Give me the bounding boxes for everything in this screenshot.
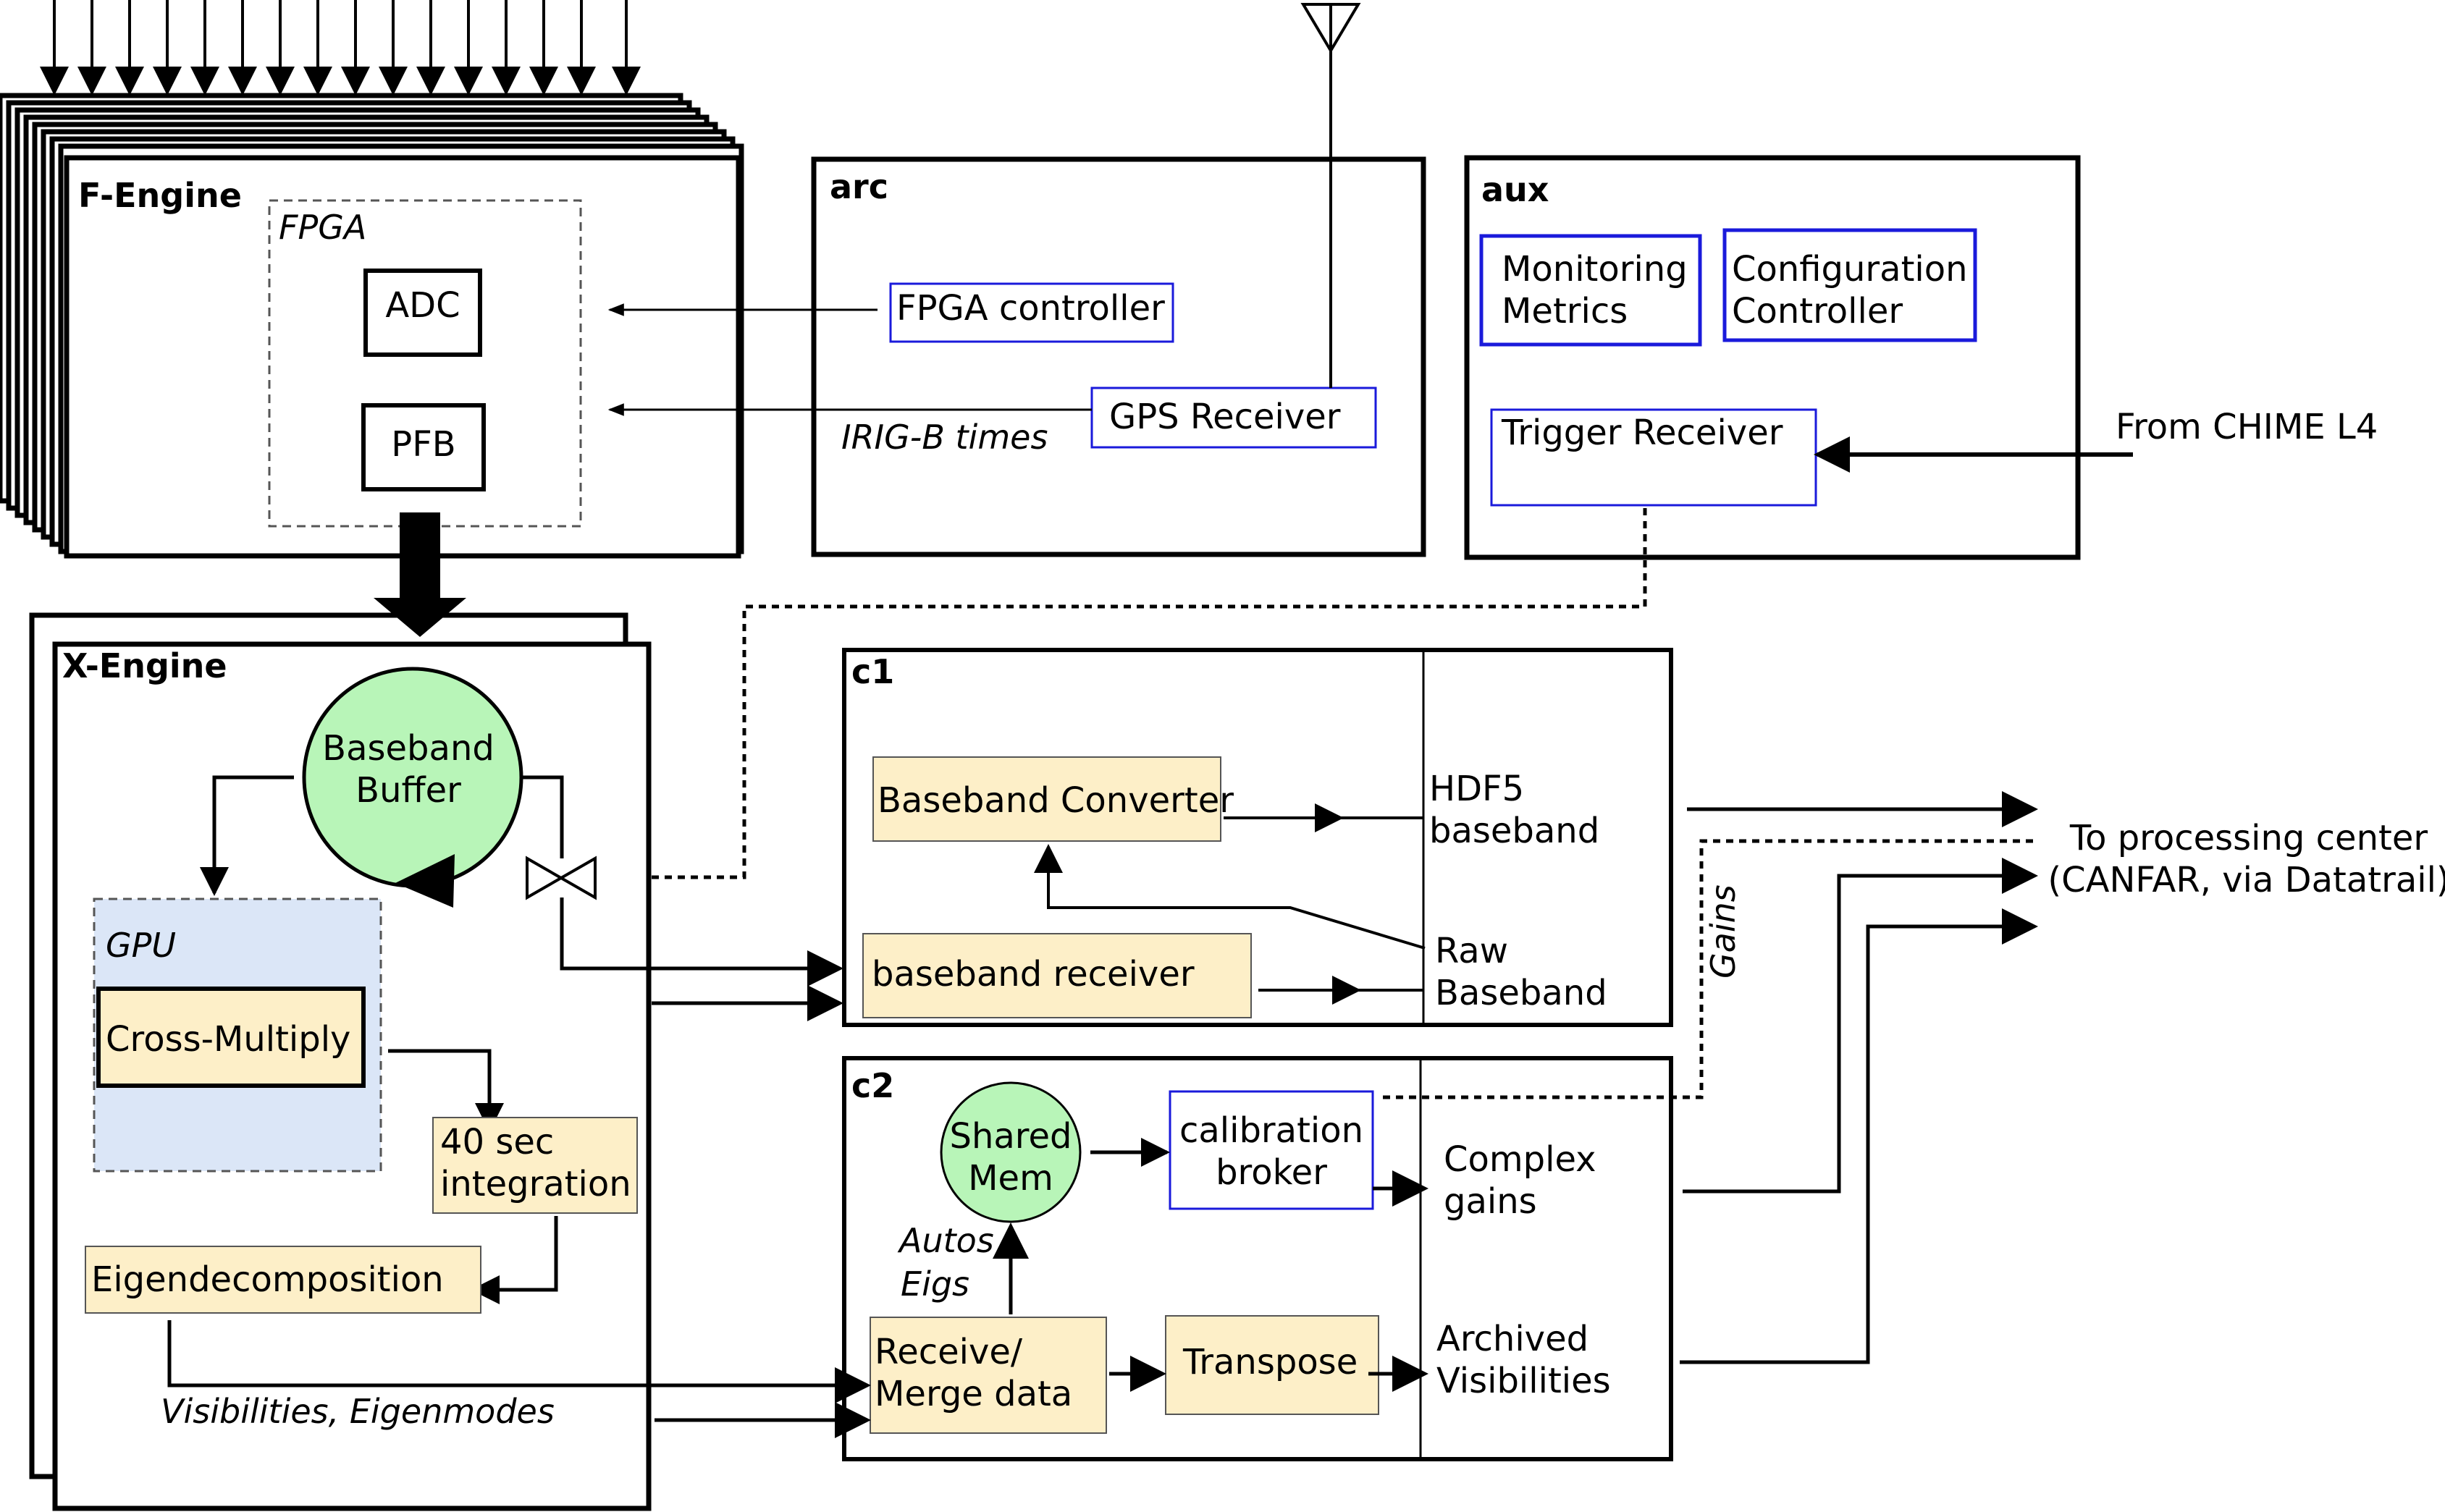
raw-baseband-line1: Raw [1435, 931, 1508, 971]
antenna-icon [1300, 3, 1361, 388]
monitoring-line2: Metrics [1502, 291, 1628, 331]
visibilities-eigenmodes-label: Visibilities, Eigenmodes [161, 1392, 555, 1431]
monitoring-line1: Monitoring [1502, 249, 1688, 290]
baseband-converter-label: Baseband Converter [878, 780, 1234, 821]
complex-gains-line2: gains [1444, 1181, 1537, 1222]
hdf5-line1: HDF5 [1429, 769, 1524, 809]
calibration-broker-line1: calibration [1179, 1110, 1363, 1151]
baseband-receiver-label: baseband receiver [872, 954, 1195, 994]
c2-internal-arrows [993, 1138, 1428, 1392]
baseband-buffer-line2: Buffer [355, 770, 461, 811]
fpga-controller-label: FPGA controller [896, 288, 1165, 329]
fpga-label: FPGA [279, 208, 366, 247]
configuration-line1: Configuration [1732, 249, 1968, 290]
baseband-receiver-box [862, 933, 1252, 1018]
gains-label: Gains [1704, 884, 1743, 979]
adc-box [363, 269, 482, 357]
processing-center-line2: (CANFAR, via Datatrail) [2048, 860, 2445, 900]
trigger-receiver-box [1490, 408, 1817, 507]
baseband-buffer-loop-arrow [395, 854, 455, 908]
complex-gains-line1: Complex [1444, 1139, 1596, 1180]
c1-internal-arrows [1034, 803, 1426, 1005]
c1-title: c1 [851, 652, 894, 691]
shared-mem-circle [940, 1081, 1082, 1223]
receive-merge-line1: Receive/ [875, 1332, 1023, 1372]
configuration-line2: Controller [1732, 291, 1903, 331]
c2-title: c2 [851, 1066, 894, 1105]
baseband-converter-box [872, 756, 1221, 842]
receive-merge-line2: Merge data [875, 1374, 1072, 1414]
shared-mem-line1: Shared [950, 1116, 1072, 1157]
x-engine-title: X-Engine [62, 646, 227, 685]
aux-title: aux [1481, 170, 1549, 209]
gains-dotted-line [1383, 839, 2036, 1099]
pfb-box [361, 403, 486, 491]
integration-line1: 40 sec [440, 1122, 554, 1162]
configuration-controller-box [1722, 228, 1977, 342]
baseband-buffer-line1: Baseband [322, 728, 495, 769]
transpose-label: Transpose [1182, 1342, 1358, 1382]
eigendecomposition-label: Eigendecomposition [91, 1259, 444, 1300]
x-to-c2-arrows [167, 1320, 871, 1438]
valve-icon [526, 856, 597, 900]
transpose-box [1165, 1315, 1379, 1415]
cross-multiply-box [96, 987, 366, 1088]
arc-title: arc [830, 167, 888, 206]
integration-to-eigen-arrow [471, 1216, 558, 1304]
processing-center-line1: To processing center [2069, 818, 2428, 858]
fpga-controller-box [889, 282, 1174, 343]
f-engine-input-arrows [40, 0, 641, 96]
output-arrows [1680, 791, 2038, 1364]
arc-box [811, 156, 1426, 557]
archived-visibilities-line1: Archived [1436, 1319, 1588, 1359]
from-chime-label: From CHIME L4 [2116, 407, 2378, 447]
trigger-receiver-label: Trigger Receiver [1501, 413, 1783, 453]
adc-label: ADC [385, 285, 460, 326]
x-to-c1-arrows [560, 898, 843, 1021]
cross-multiply-label: Cross-Multiply [106, 1019, 350, 1060]
calibration-broker-line2: broker [1216, 1152, 1327, 1193]
hdf5-line2: baseband [1429, 811, 1599, 851]
buffer-to-gpu-arrow [200, 775, 294, 896]
trigger-dotted-line [602, 508, 1647, 892]
arc-to-fpga-arrows [607, 303, 1092, 416]
gps-receiver-box [1090, 387, 1377, 449]
eigendecomposition-box [85, 1246, 481, 1314]
calibration-broker-box [1169, 1090, 1374, 1210]
f-to-x-arrow [374, 512, 466, 637]
monitoring-metrics-box [1479, 234, 1702, 347]
autos-label: Autos [897, 1221, 994, 1260]
raw-baseband-line2: Baseband [1435, 973, 1607, 1013]
shared-mem-line2: Mem [968, 1158, 1053, 1199]
f-engine-title: F-Engine [78, 176, 242, 215]
buffer-to-valve-line [523, 775, 564, 858]
cross-to-integration-arrow [388, 1049, 504, 1132]
gpu-label: GPU [106, 926, 176, 965]
integration-box [432, 1117, 638, 1214]
archived-visibilities-line2: Visibilities [1436, 1361, 1611, 1401]
eigs-label: Eigs [901, 1264, 969, 1304]
gps-receiver-label: GPS Receiver [1109, 397, 1341, 437]
pfb-label: PFB [391, 424, 455, 465]
irig-b-label: IRIG-B times [841, 418, 1048, 457]
integration-line2: integration [440, 1164, 631, 1204]
